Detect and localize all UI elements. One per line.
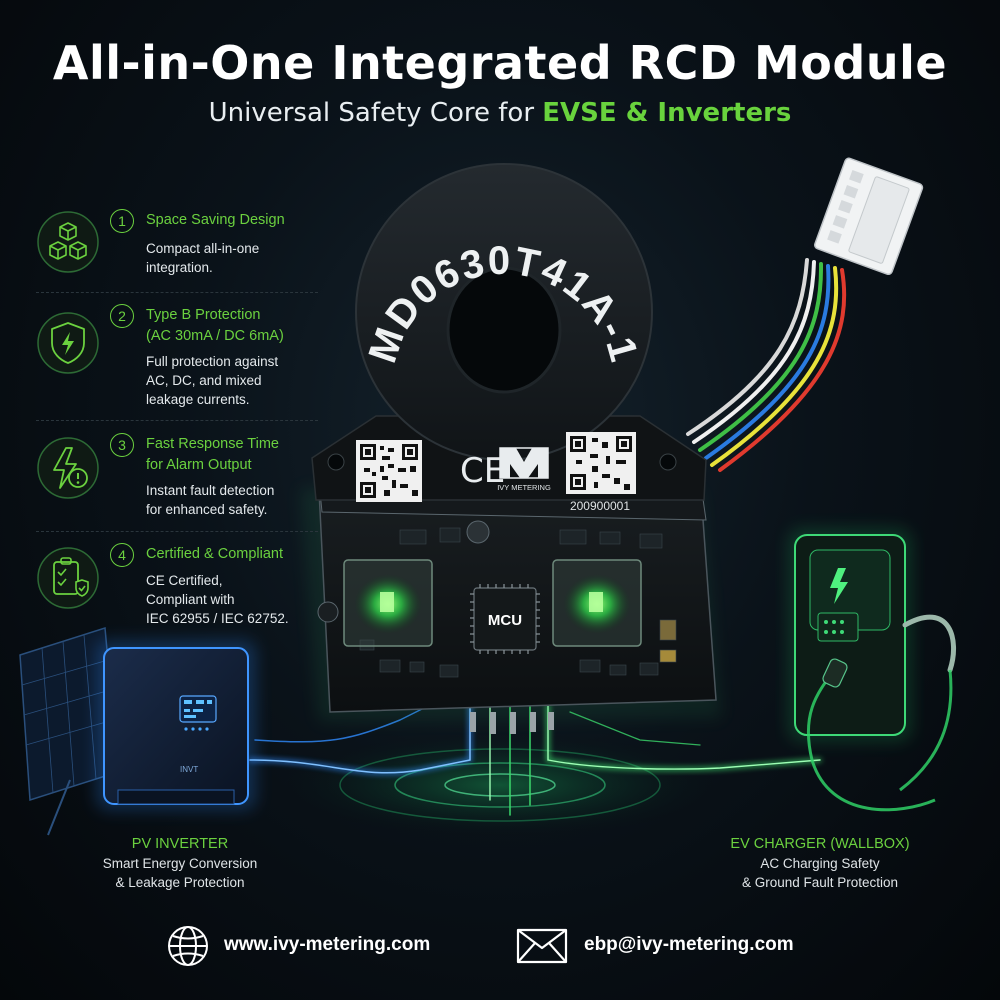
ground-ring-outer [339, 748, 661, 822]
charger-desc-line: & Ground Fault Protection [741, 875, 899, 890]
globe-icon [168, 926, 208, 966]
feature-desc-line: Compact all-in-one [146, 241, 260, 256]
ground-ring-inner [444, 773, 556, 797]
feature-title-line: Type B Protection [146, 307, 261, 323]
feature-item: 2 Type B Protection (AC 30mA / DC 6mA) Fu… [36, 304, 326, 415]
feature-desc-line: integration. [146, 260, 213, 275]
page-title: All-in-One Integrated RCD Module [52, 36, 948, 90]
feature-desc: Instant fault detection for enhanced safe… [146, 481, 336, 519]
inverter-desc-line: Smart Energy Conversion [102, 856, 258, 871]
inverter-desc: Smart Energy Conversion & Leakage Protect… [60, 854, 300, 892]
feature-title-line: (AC 30mA / DC 6mA) [146, 328, 284, 344]
subtitle-prefix: Universal Safety Core for [208, 98, 543, 128]
feature-desc: Compact all-in-one integration. [146, 239, 336, 277]
feature-title-line: Space Saving Design [146, 212, 285, 228]
ct-ring: MD0630T41A-1 [355, 163, 653, 461]
left-qr-code [356, 440, 422, 502]
brand-logo: IVY METERING [497, 447, 551, 492]
envelope-icon [516, 928, 568, 964]
inverter-title: PV INVERTER [131, 836, 229, 852]
ground-ring-middle [394, 762, 606, 808]
ev-charger-unit [788, 528, 957, 812]
inverter-caption: PV INVERTER Smart Energy Conversion & Lea… [60, 836, 300, 892]
divider [36, 531, 318, 532]
feature-item: 1 Space Saving Design Compact all-in-one… [36, 209, 326, 280]
solar-panel [19, 627, 119, 836]
subtitle-highlight: EVSE & Inverters [542, 98, 792, 128]
clipboard-check-icon [37, 547, 99, 609]
feature-desc-line: for enhanced safety. [146, 502, 268, 517]
feature-desc-line: IEC 62955 / IEC 62752. [146, 611, 289, 626]
ground-glow [270, 730, 730, 840]
connection-lines [248, 698, 822, 816]
serial-number: 200900001 [570, 499, 630, 513]
pv-inverter-unit [96, 640, 256, 810]
brand-name: IVY METERING [497, 483, 551, 492]
feature-desc-line: AC, DC, and mixed [146, 373, 262, 388]
feature-number: 4 [110, 543, 134, 567]
bolt-alert-icon [37, 437, 99, 499]
feature-title-line: Fast Response Time [146, 436, 279, 452]
divider [36, 420, 318, 421]
divider [36, 292, 318, 293]
charger-title: EV CHARGER (WALLBOX) [730, 836, 910, 852]
feature-number: 3 [110, 433, 134, 457]
pcb-assembly: MCU [300, 469, 722, 734]
shield-bolt-icon [37, 312, 99, 374]
feature-desc-line: Compliant with [146, 592, 235, 607]
feature-item: 3 Fast Response Time for Alarm Output Ins… [36, 433, 326, 524]
ce-mark: CE [460, 451, 505, 491]
cable-connector [686, 157, 924, 472]
feature-desc-line: Instant fault detection [146, 483, 275, 498]
feature-desc-line: leakage currents. [146, 392, 250, 407]
feature-desc-line: CE Certified, [146, 573, 223, 588]
website-link[interactable]: www.ivy-metering.com [224, 934, 431, 955]
charger-caption: EV CHARGER (WALLBOX) AC Charging Safety &… [700, 836, 940, 892]
right-qr-code [566, 432, 636, 494]
feature-number: 2 [110, 304, 134, 328]
feature-title: Space Saving Design [146, 210, 336, 231]
feature-title: Certified & Compliant [146, 544, 336, 565]
feature-title: Fast Response Time for Alarm Output [146, 434, 336, 476]
mcu-chip-label: MCU [488, 612, 522, 629]
feature-title-line: Certified & Compliant [146, 546, 283, 562]
feature-title: Type B Protection (AC 30mA / DC 6mA) [146, 305, 336, 347]
feature-number: 1 [110, 209, 134, 233]
charger-desc: AC Charging Safety & Ground Fault Protect… [700, 854, 940, 892]
feature-item: 4 Certified & Compliant CE Certified, Com… [36, 543, 326, 634]
feature-title-line: for Alarm Output [146, 457, 252, 473]
feature-desc-line: Full protection against [146, 354, 279, 369]
page-subtitle: Universal Safety Core for EVSE & Inverte… [0, 98, 1000, 128]
email-link[interactable]: ebp@ivy-metering.com [584, 934, 794, 955]
inverter-desc-line: & Leakage Protection [115, 875, 245, 890]
modules-cube-icon [37, 211, 99, 273]
charger-desc-line: AC Charging Safety [760, 856, 880, 871]
inverter-badge: INVT [180, 765, 198, 774]
